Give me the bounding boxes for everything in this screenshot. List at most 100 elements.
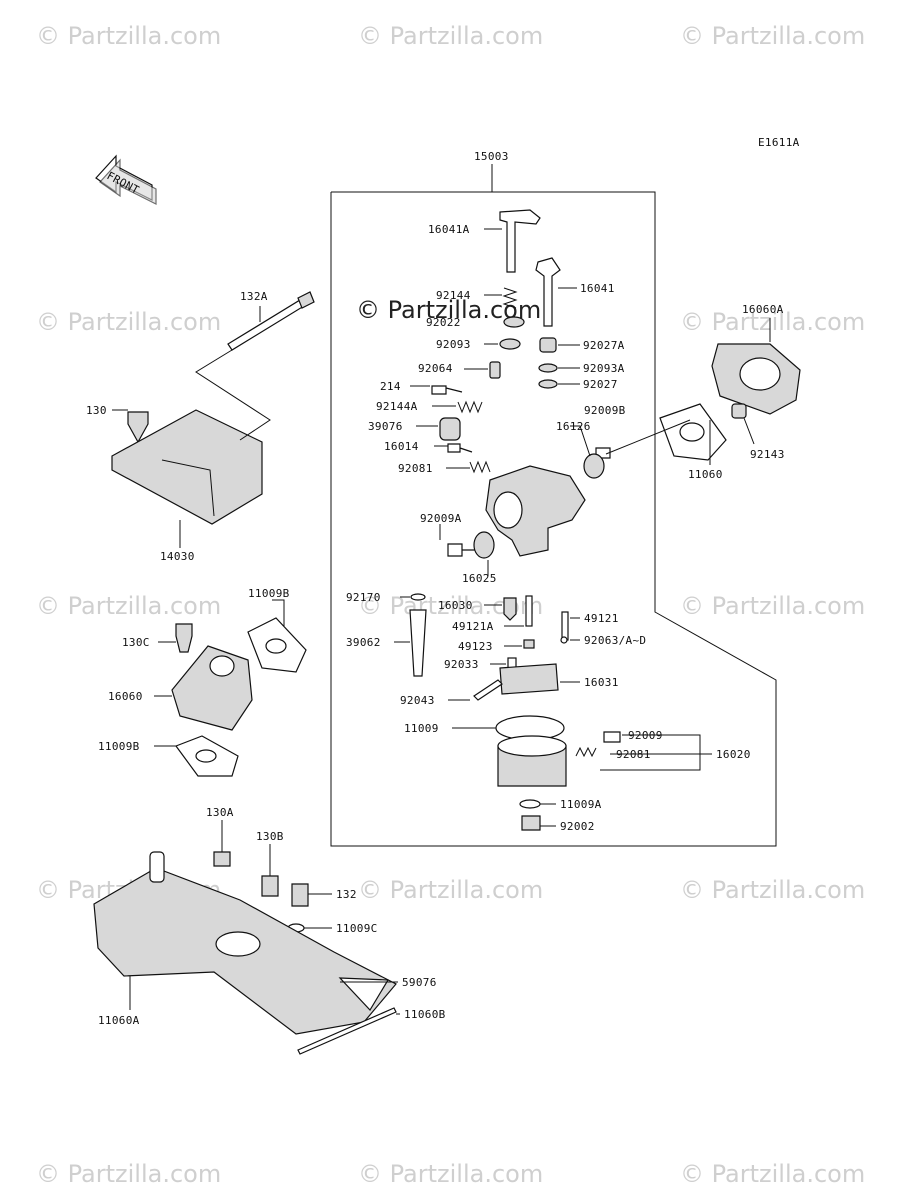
watermark: © Partzilla.com [680, 876, 865, 904]
part-label[interactable]: 92081 [398, 462, 433, 475]
spring-part [469, 460, 491, 474]
jet-part [561, 611, 569, 641]
part-label[interactable]: 92144A [376, 400, 418, 413]
part-label[interactable]: 11009A [560, 798, 602, 811]
part-label[interactable]: 92009B [584, 404, 626, 417]
screw-part [447, 443, 473, 453]
tube-part [409, 609, 427, 677]
part-label[interactable]: 130 [86, 404, 107, 417]
bracket-part [111, 409, 263, 525]
bolt-part [227, 299, 305, 351]
leader-lines [112, 228, 771, 1015]
part-label[interactable]: 92081 [616, 748, 651, 761]
part-label[interactable]: 59076 [402, 976, 437, 989]
part-label[interactable]: 11060A [98, 1014, 140, 1027]
part-label[interactable]: 16060A [742, 303, 784, 316]
carburetor-bore-part [493, 491, 523, 529]
part-label[interactable]: 11009C [336, 922, 378, 935]
assembly-outline: 15003 [330, 150, 777, 847]
part-label[interactable]: 130B [256, 830, 284, 843]
carburetor-parts [409, 209, 621, 831]
part-label[interactable]: 92033 [444, 658, 479, 671]
part-label[interactable]: 130A [206, 806, 234, 819]
part-label[interactable]: 16031 [584, 676, 619, 689]
part-label[interactable]: 49121 [584, 612, 619, 625]
part-label[interactable]: 214 [380, 380, 401, 393]
drain-bolt-part [521, 815, 541, 831]
part-label[interactable]: 14030 [160, 550, 195, 563]
collar-part [731, 403, 747, 419]
bolt-part [175, 623, 193, 653]
part-label[interactable]: 92143 [750, 448, 785, 461]
part-label[interactable]: 16041 [580, 282, 615, 295]
part-label[interactable]: 11060B [404, 1008, 446, 1021]
watermark: © Partzilla.com [36, 592, 221, 620]
part-label[interactable]: 92063/A~D [584, 634, 646, 647]
part-label[interactable]: 49121A [452, 620, 494, 633]
spring-part [575, 746, 597, 758]
carburetor-body-part [485, 465, 586, 557]
washer-part [538, 379, 558, 389]
insulator-part [171, 645, 253, 731]
part-label[interactable]: 92093A [583, 362, 625, 375]
watermark: © Partzilla.com [680, 22, 865, 50]
part-labels: 16041A 16041 92144 92022 92093 92027A 92… [86, 223, 785, 1027]
assembly-number: 15003 [474, 150, 509, 163]
jet-part [523, 639, 535, 649]
part-label[interactable]: 11009 [404, 722, 439, 735]
bolt-head-part [297, 291, 315, 309]
watermark: © Partzilla.com [358, 876, 543, 904]
diagram-code: E1611A [758, 136, 800, 149]
part-label[interactable]: 92043 [400, 694, 435, 707]
throttle-shaft-part [499, 209, 541, 273]
part-label[interactable]: 92144 [436, 289, 471, 302]
bolt-part [261, 875, 279, 897]
part-label[interactable]: 16060 [108, 690, 143, 703]
gasket-part [519, 799, 541, 809]
screw-part [431, 385, 463, 395]
gasket-hole [679, 422, 705, 442]
part-label[interactable]: 16014 [384, 440, 419, 453]
part-label[interactable]: 16041A [428, 223, 470, 236]
watermark: © Partzilla.com [36, 308, 221, 336]
gasket-part [338, 977, 390, 1011]
part-label[interactable]: 92170 [346, 591, 381, 604]
part-label[interactable]: 92027 [583, 378, 618, 391]
part-label[interactable]: 92064 [418, 362, 453, 375]
float-part [499, 663, 559, 695]
part-label[interactable]: 132 [336, 888, 357, 901]
washer-part [503, 316, 525, 328]
part-label[interactable]: 92009 [628, 729, 663, 742]
pin-part [473, 679, 503, 701]
part-label[interactable]: 132A [240, 290, 268, 303]
screw-part [447, 543, 476, 557]
part-label[interactable]: 92002 [560, 820, 595, 833]
part-label[interactable]: 92022 [426, 316, 461, 329]
insulator-parts [171, 617, 307, 777]
part-label[interactable]: 16030 [438, 599, 473, 612]
part-label[interactable]: 130C [122, 636, 150, 649]
part-label[interactable]: 39076 [368, 420, 403, 433]
watermark: © Partzilla.com [358, 1160, 543, 1188]
seal-part [499, 338, 521, 350]
plug-part [560, 636, 568, 644]
part-label[interactable]: 11009B [248, 587, 290, 600]
float-bowl-rim [497, 735, 567, 757]
seal-part [539, 337, 557, 353]
part-label[interactable]: 49123 [458, 640, 493, 653]
part-label[interactable]: 16025 [462, 572, 497, 585]
part-label[interactable]: 92027A [583, 339, 625, 352]
intake-adapter-bore [739, 357, 781, 391]
part-label[interactable]: 11060 [688, 468, 723, 481]
part-label[interactable]: 11009B [98, 740, 140, 753]
intake-adapter-parts [605, 343, 801, 461]
part-label[interactable]: 16020 [716, 748, 751, 761]
valve-part [473, 531, 495, 559]
part-label[interactable]: 16126 [556, 420, 591, 433]
gasket-hole [195, 749, 217, 763]
part-label[interactable]: 92093 [436, 338, 471, 351]
part-label[interactable]: 39062 [346, 636, 381, 649]
cap-part [439, 417, 461, 441]
part-label[interactable]: 92009A [420, 512, 462, 525]
